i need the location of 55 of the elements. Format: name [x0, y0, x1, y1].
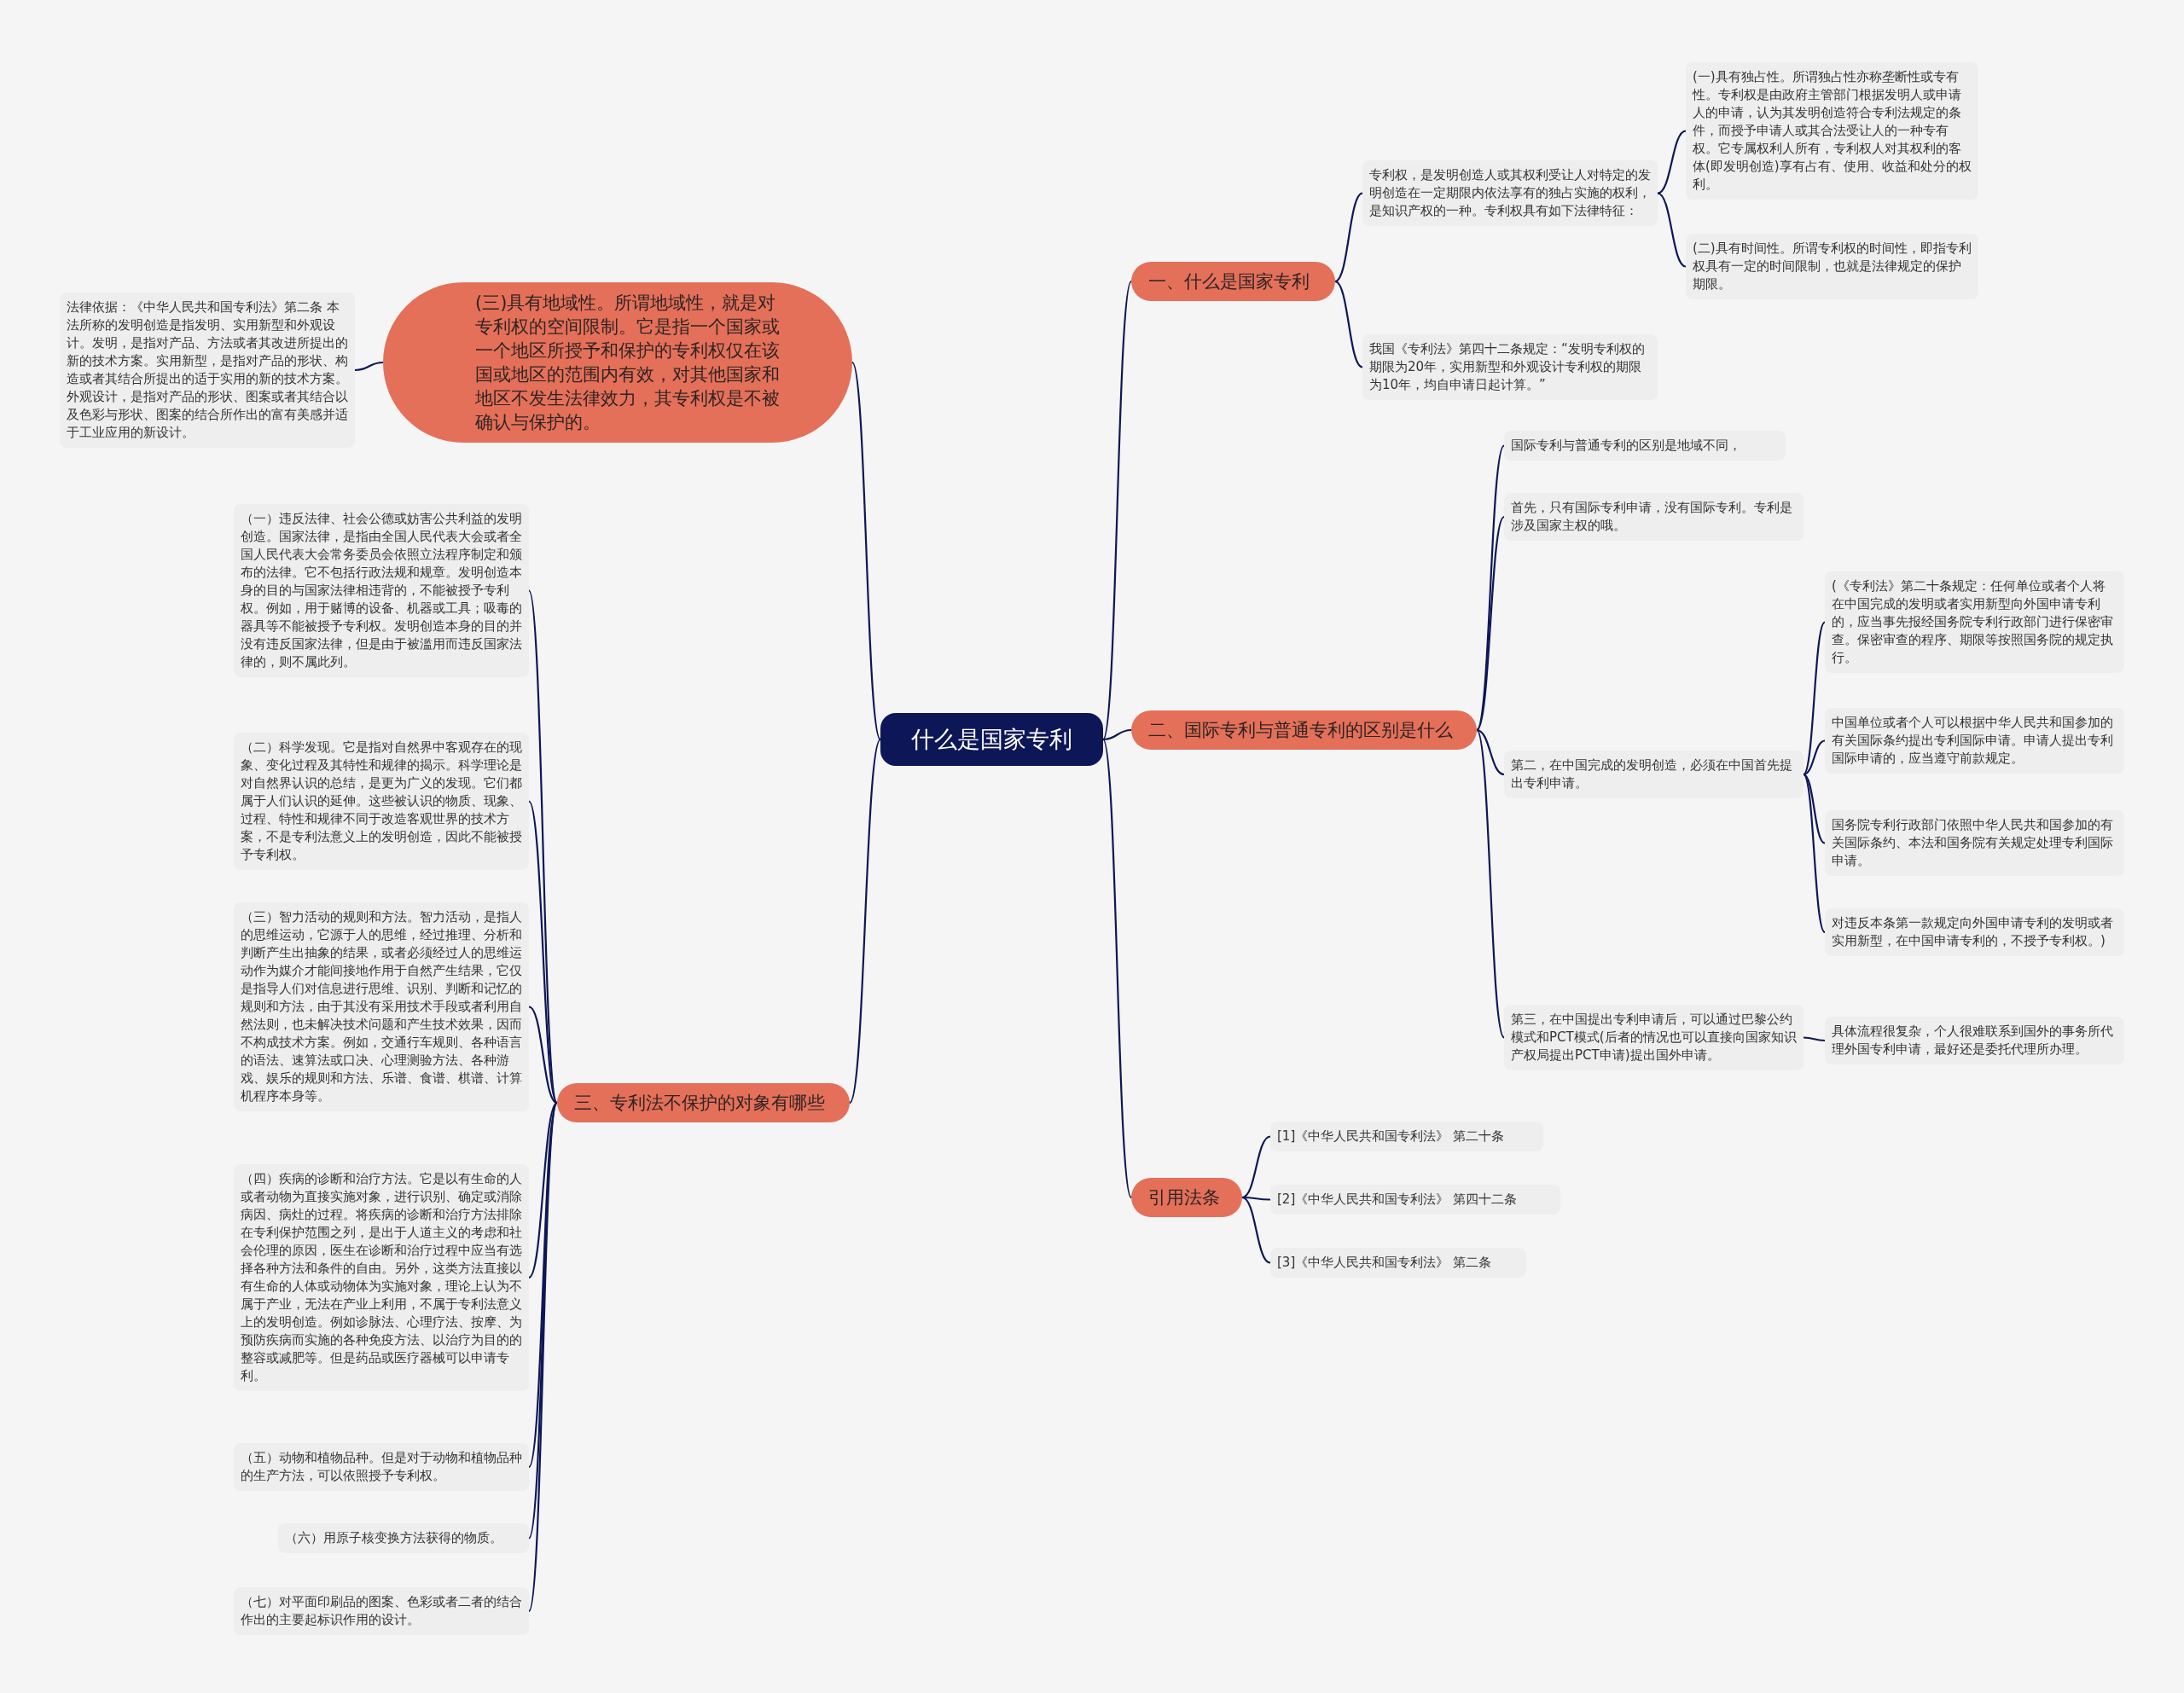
connector-line: [1241, 1196, 1271, 1264]
text-card: [3]《中华人民共和国专利法》 第二条: [1270, 1248, 1526, 1278]
text-card: （六）用原子核变换方法获得的物质。: [278, 1523, 529, 1553]
text-card: （七）对平面印刷品的图案、色彩或者二者的结合作出的主要起标识作用的设计。: [234, 1587, 529, 1635]
branch-topic: 三、专利法不保护的对象有哪些: [557, 1083, 850, 1122]
text-card: 我国《专利法》第四十二条规定：“发明专利权的期限为20年，实用新型和外观设计专利权的期限为10年，均自申请日起计算。”: [1362, 334, 1658, 400]
text-card: （一）违反法律、社会公德或妨害公共利益的发明创造。国家法律，是指由全国人民代表大会或者全国人民代表大会常务委员会依照立法程序制定和颁布的法律。它不包括行政法规和规章。发明创造本身的目的与国家法律相违背的，不能被授予专利权。例如，用于赌博的设备、机器或工具；吸毒的器具等不能被授予专利权。发明创造本身的目的并没有违反国家法律，但是由于被滥用而违反国家法律的，则不属此列。: [234, 504, 529, 677]
text-card: （三）智力活动的规则和方法。智力活动，是指人的思维运动，它源于人的思维，经过推理、分析和判断产生出抽象的结果，或者必须经过人的思维运动作为媒介才能间接地作用于自然产生结果，它仅是指导人们对信息进行思维、识别、判断和记忆的规则和方法，由于其没有采用技术手段或者利用自然法则，也未解决技术问题和产生技术效果，因而不构成技术方案。例如，交通行车规则、各种语言的语法、速算法或口决、心理测验方法、各种游戏、娱乐的规则和方法、乐谱、食谱、棋谱、计算机程序本身等。: [234, 902, 529, 1111]
branch-topic: (三)具有地域性。所谓地域性，就是对专利权的空间限制。它是指一个国家或一个地区所授予和保护的专利权仅在该国或地区的范围内有效，对其他国家和地区不发生法律效力，其专利权是不被确认与保护的。: [383, 282, 852, 443]
text-card: 具体流程很复杂，个人很难联系到国外的事务所代理外国专利申请，最好还是委托代理所办理。: [1825, 1017, 2124, 1064]
text-card: (二)具有时间性。所谓专利权的时间性，即指专利权具有一定的时间限制，也就是法律规定的保护期限。: [1686, 234, 1978, 299]
connector-line: [849, 739, 881, 1104]
connector-line: [1334, 281, 1363, 368]
text-card: （二）科学发现。它是指对自然界中客观存在的现象、变化过程及其特性和规律的揭示。科学理论是对自然界认识的总结，是更为广义的发现。它们都属于人们认识的延伸。这些被认识的物质、现象、过程、特性和规律不同于改造客观世界的技术方案，不是专利法意义上的发明创造，因此不能被授予专利权。: [234, 733, 529, 870]
text-card: [1]《中华人民共和国专利法》 第二十条: [1270, 1122, 1543, 1151]
connector-line: [1242, 1196, 1270, 1201]
text-card: (一)具有独占性。所谓独占性亦称垄断性或专有性。专利权是由政府主管部门根据发明人或申请人的申请，认为其发明创造符合专利法规定的条件，而授予申请人或其合法受让人的一种专有权。它专属权利人所有，专利权人对其权利的客体(即发明创造)享有占有、使用、收益和处分的权利。: [1686, 62, 1978, 200]
text-card: 中国单位或者个人可以根据中华人民共和国参加的有关国际条约提出专利国际申请。申请人提出专利国际申请的，应当遵守前款规定。: [1825, 708, 2124, 774]
connector-line: [1334, 192, 1363, 282]
connector-line: [528, 1006, 558, 1104]
connector-line: [851, 362, 881, 740]
text-card: 国务院专利行政部门依照中华人民共和国参加的有关国际条约、本法和国务院有关规定处理专利国际申请。: [1825, 810, 2124, 876]
text-card: 国际专利与普通专利的区别是地域不同，: [1504, 431, 1786, 461]
connector-line: [1476, 728, 1505, 776]
connector-line: [1803, 774, 1826, 933]
connector-line: [528, 800, 558, 1104]
connector-line: [1476, 729, 1505, 1038]
connector-line: [1803, 1036, 1826, 1042]
text-card: 第三，在中国提出专利申请后，可以通过巴黎公约模式和PCT模式(后者的情况也可以直接向国家知识产权局提出PCT申请)提出国外申请。: [1504, 1005, 1804, 1070]
text-card: [2]《中华人民共和国专利法》 第四十二条: [1270, 1185, 1560, 1215]
connector-line: [1101, 281, 1133, 740]
connector-line: [1476, 444, 1505, 731]
branch-topic: 一、什么是国家专利: [1131, 262, 1335, 301]
text-card: （四）疾病的诊断和治疗方法。它是以有生命的人或者动物为直接实施对象，进行识别、确定或消除病因、病灶的过程。将疾病的诊断和治疗方法排除在专利保护范围之列，是出于人道主义的考虑和社会伦理的原因，医生在诊断和治疗过程中应当有选择各种方法和条件的自由。另外，这类方法直接以有生命的人体或动物体为实施对象，理论上认为不属于产业，无法在产业上利用，不属于专利法意义上的发明创造。例如诊脉法、心理疗法、按摩、为预防疾病而实施的各种免疫方法、以治疗为目的的整容或减肥等。但是药品或医疗器械可以申请专利。: [234, 1164, 529, 1391]
text-card: 首先，只有国际专利申请，没有国际专利。专利是涉及国家主权的哦。: [1504, 493, 1804, 541]
text-card: (《专利法》第二十条规定：任何单位或者个人将在中国完成的发明或者实用新型向外国申请专利的，应当事先报经国务院专利行政部门进行保密审查。保密审查的程序、期限等按照国务院的规定执行。: [1825, 571, 2124, 673]
connector-line: [528, 1102, 558, 1278]
connector-line: [1101, 739, 1133, 1198]
text-card: 第二，在中国完成的发明创造，必须在中国首先提出专利申请。: [1504, 751, 1804, 798]
text-card: 法律依据：《中华人民共和国专利法》第二条 本法所称的发明创造是指发明、实用新型和外观设计。发明，是指对产品、方法或者其改进所提出的新的技术方案。实用新型，是指对产品的形状、构造或者其结合所提出的适于实用的新的技术方案。外观设计，是指对产品的形状、图案或者其结合以及色彩与形状、图案的结合所作出的富有美感并适于工业应用的新设计。: [60, 293, 355, 448]
branch-topic: 引用法条: [1131, 1178, 1242, 1217]
text-card: 对违反本条第一款规定向外国申请专利的发明或者实用新型，在中国申请专利的，不授予专利权。): [1825, 908, 2124, 956]
text-card: （五）动物和植物品种。但是对于动物和植物品种的生产方法，可以依照授予专利权。: [234, 1443, 529, 1491]
text-card: 专利权，是发明创造人或其权利受让人对特定的发明创造在一定期限内依法享有的独占实施的权利，是知识产权的一种。专利权具有如下法律特征：: [1362, 160, 1658, 226]
connector-line: [1803, 774, 1826, 844]
branch-topic: 二、国际专利与普通专利的区别是什么: [1131, 710, 1477, 750]
connector-line: [354, 361, 384, 372]
connector-line: [1241, 1135, 1271, 1199]
connector-line: [1657, 130, 1687, 194]
connector-line: [1102, 728, 1132, 741]
connector-line: [1476, 516, 1505, 731]
connector-line: [1803, 621, 1826, 775]
central-topic: 什么是国家专利: [880, 713, 1103, 766]
connector-line: [1803, 739, 1826, 776]
connector-line: [1657, 192, 1687, 268]
